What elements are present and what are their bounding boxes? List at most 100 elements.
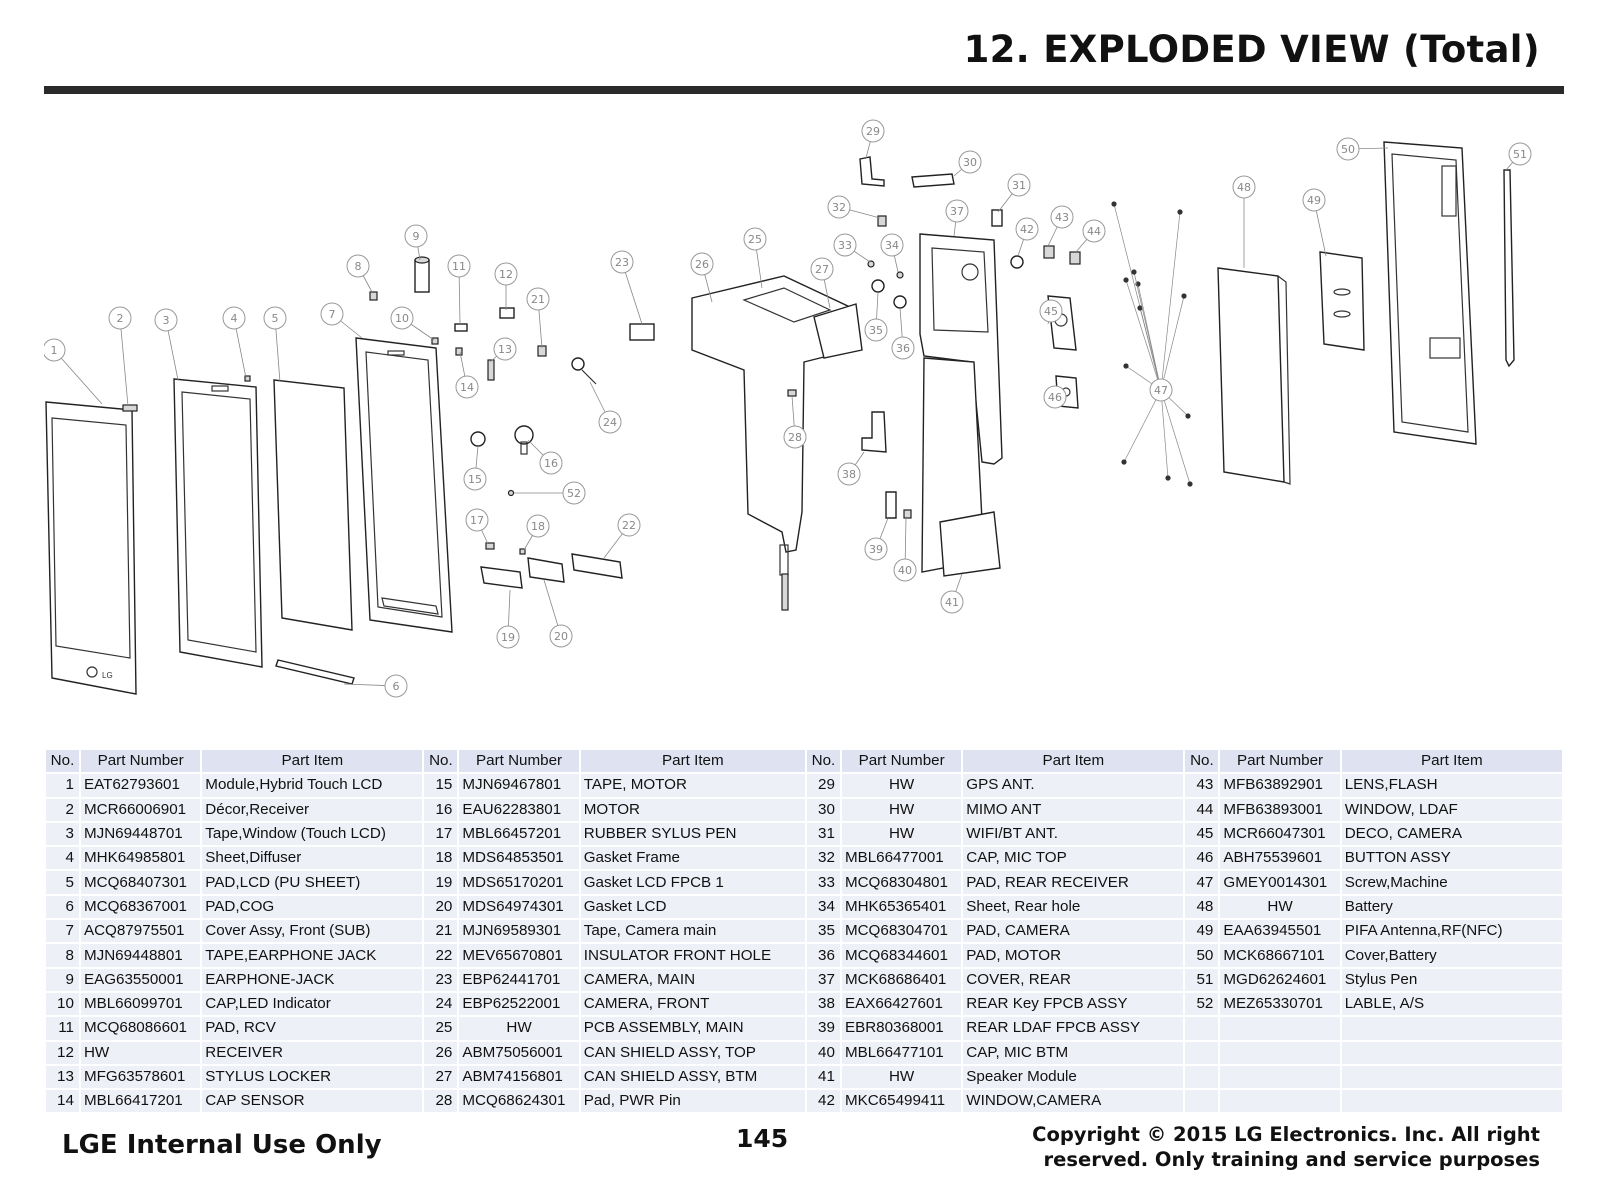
part-earphone-jack [414,256,430,293]
callout-18: 18 [526,514,550,538]
cell-part-number: MBL66457201 [457,820,581,848]
page-number: 145 [736,1124,789,1153]
cell-no: 15 [422,772,460,799]
part-camera-main [629,323,655,341]
cell-no: 4 [44,845,81,872]
part-cap-sensor [455,347,463,356]
cell-part-item: GPS ANT. [961,772,1186,799]
screw-leader-line [1125,279,1162,391]
part-lcd-pu-sheet [273,379,353,631]
screw-leader-line [1123,389,1162,463]
callout-label: 15 [468,473,482,486]
callout-25: 25 [743,227,767,251]
callout-label: 11 [452,260,466,273]
callout-label: 25 [748,233,762,246]
callout-17: 17 [465,508,489,532]
callout-label: 48 [1237,181,1251,194]
screw-marker [1111,201,1117,207]
part-rear-receiver-pad [867,260,875,268]
cell-part-number: MBL66477101 [839,1039,964,1066]
copyright-line-2: reserved. Only training and service purp… [1043,1148,1540,1171]
cell-part-number: MJN69589301 [457,918,581,945]
cell-no: 6 [44,893,81,921]
callout-7: 7 [320,302,344,326]
screw-leader-line [1160,389,1191,485]
callout-34: 34 [880,233,904,257]
cell-part-item: STYLUS LOCKER [200,1063,425,1091]
cell-no: 17 [422,820,460,848]
screw-leader-line [1160,389,1169,479]
part-gasket-lcd [527,557,565,583]
cell-no [1183,1039,1221,1066]
callout-label: 33 [838,239,852,252]
callout-label: 9 [413,230,420,243]
part-earphone-tape [369,291,378,301]
col-header-part-number: Part Number [78,747,203,775]
cell-part-number: ABM75056001 [457,1039,581,1066]
callout-label: 4 [231,312,238,325]
callout-37: 37 [945,199,969,223]
cell-no: 12 [44,1039,81,1066]
screw-marker [1181,293,1187,299]
footer-internal-notice: LGE Internal Use Only [62,1130,382,1160]
cell-part-item: PIFA Antenna,RF(NFC) [1339,918,1565,945]
col-header-no: No. [422,747,460,775]
cell-no: 1 [44,772,81,799]
parts-table-header-row: No. Part Number Part Item No. Part Numbe… [44,747,1565,775]
part-motor-pad [893,295,907,309]
cell-part-item: Gasket LCD [578,893,807,921]
callout-46: 46 [1043,385,1067,409]
callout-11: 11 [447,254,471,278]
part-as-label [507,489,515,497]
lcd-logo-text: LG [102,671,113,680]
cell-part-item: EARPHONE-JACK [200,966,425,993]
parts-table: No. Part Number Part Item No. Part Numbe… [44,747,1565,1115]
col-header-no: No. [1183,747,1221,775]
screw-leader-line [1133,271,1162,391]
callout-label: 16 [544,457,558,470]
cell-part-number: MBL66477001 [839,845,964,872]
cell-part-number: MFG63578601 [78,1063,203,1091]
callout-label: 18 [531,520,545,533]
callout-30: 30 [958,150,982,174]
cell-no: 45 [1183,820,1221,848]
part-mic-top-cap [877,215,887,227]
cell-no: 27 [422,1063,460,1091]
cell-part-item: PAD,COG [200,893,425,921]
callout-label: 31 [1012,179,1026,192]
cell-no: 30 [804,796,842,823]
callout-42: 42 [1015,217,1039,241]
callout-2: 2 [108,306,132,330]
cell-no: 47 [1183,869,1221,896]
part-window-tape [173,378,263,668]
callout-label: 5 [272,312,279,325]
cell-part-number: EBP62441701 [457,966,581,993]
callout-label: 22 [622,519,636,532]
cell-no: 48 [1183,893,1221,921]
cell-no: 25 [422,1015,460,1042]
page-title: 12. EXPLODED VIEW (Total) [963,28,1540,71]
callout-label: 10 [395,312,409,325]
cell-part-item: CAN SHIELD ASSY, BTM [578,1063,807,1091]
cell-part-number: MKC65499411 [839,1088,964,1115]
part-machine-screws [1111,201,1193,487]
cell-part-item: CAP SENSOR [200,1088,425,1115]
callout-26: 26 [690,252,714,276]
part-cog-pad [275,659,355,685]
callout-label: 19 [501,631,515,644]
part-ldaf-window [1069,251,1081,265]
callout-label: 3 [163,314,170,327]
cell-part-item: Battery [1339,893,1565,921]
cell-no: 36 [804,942,842,969]
footer-copyright: Copyright © 2015 LG Electronics. Inc. Al… [1032,1122,1540,1172]
col-header-part-number: Part Number [839,747,964,775]
part-lcd-module: LG [45,401,137,695]
cell-no: 35 [804,918,842,945]
part-motor-tape [470,431,486,447]
screw-marker [1123,277,1129,283]
cell-no: 28 [422,1088,460,1115]
cell-part-item: Speaker Module [961,1063,1186,1091]
